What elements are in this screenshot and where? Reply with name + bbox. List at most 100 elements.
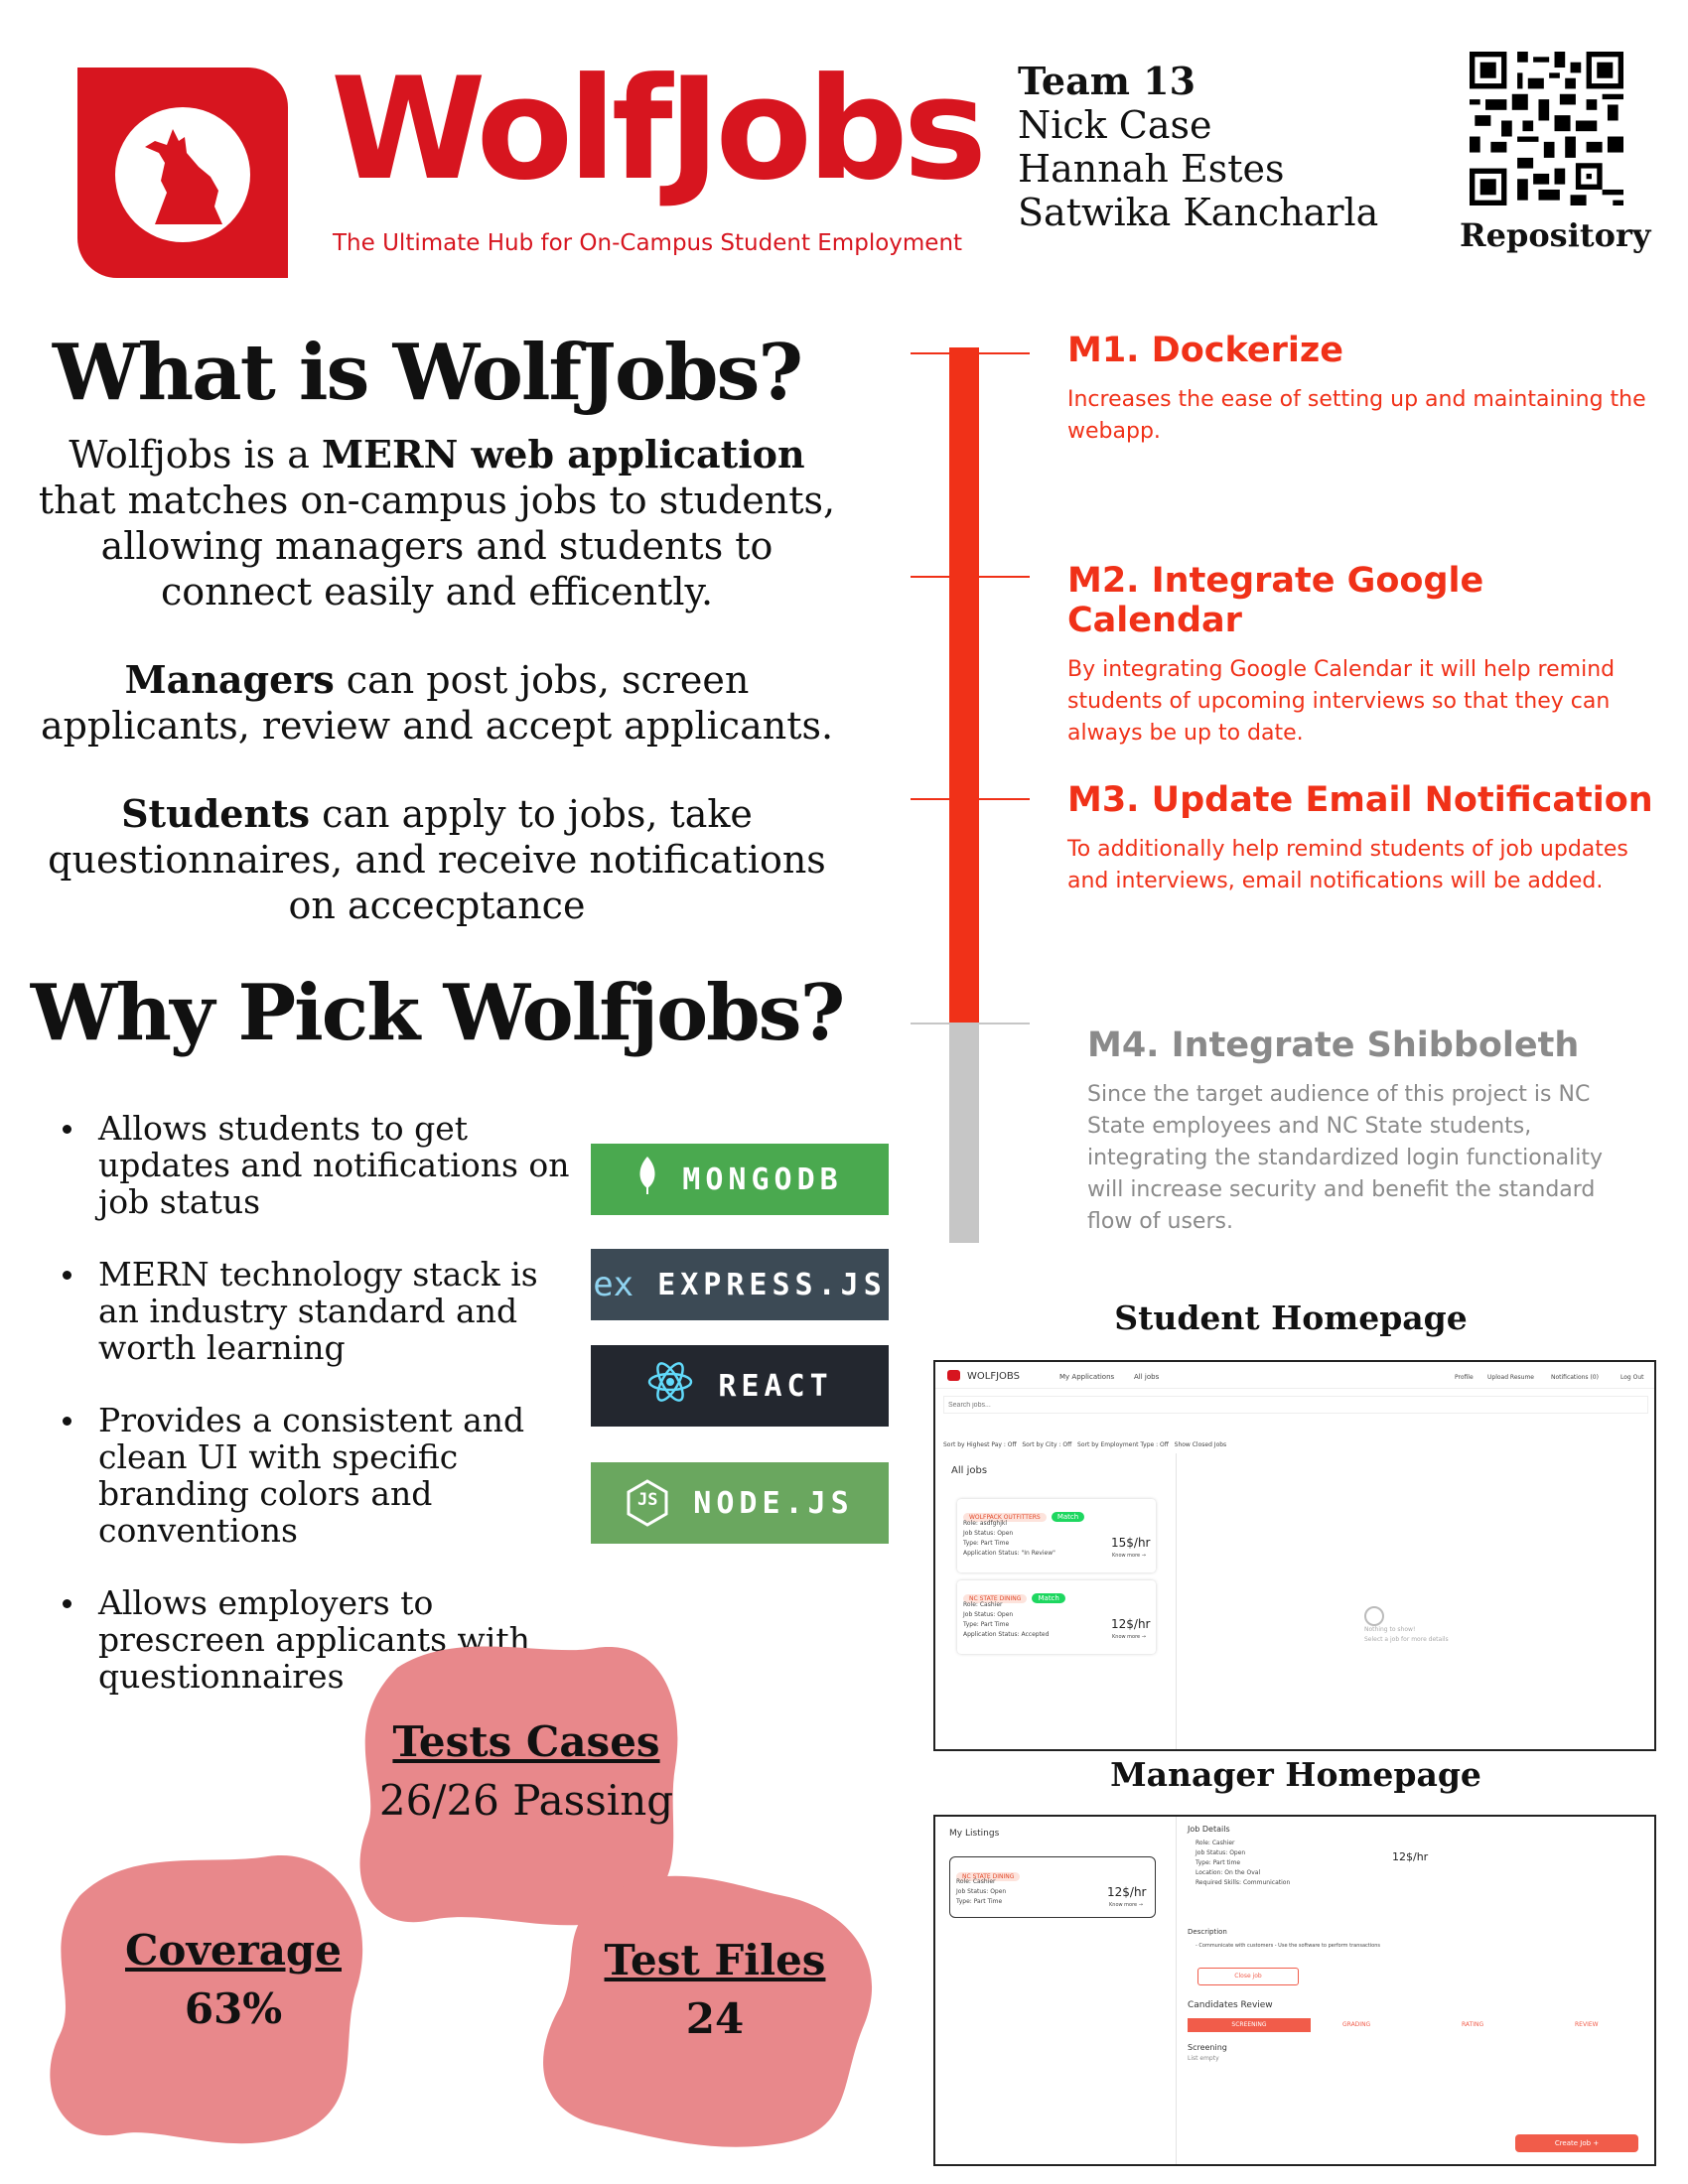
intro-text-end: that matches on-campus jobs to students,… bbox=[38, 478, 836, 614]
filter-show-closed[interactable]: Show Closed Jobs bbox=[1174, 1441, 1227, 1448]
nav-log-out[interactable]: Log Out bbox=[1620, 1374, 1644, 1381]
milestone-title: M4. Integrate Shibboleth bbox=[1087, 1025, 1580, 1065]
screening-empty: List empty bbox=[1188, 2055, 1219, 2062]
job-type: Type: Part Time bbox=[956, 1898, 1003, 1905]
nav-upload-resume[interactable]: Upload Resume bbox=[1487, 1374, 1534, 1381]
empty-state-title: Nothing to show! bbox=[1364, 1626, 1416, 1633]
match-badge: Match bbox=[1032, 1593, 1065, 1603]
know-more-link[interactable]: Know more → bbox=[1112, 1634, 1146, 1640]
job-search-input[interactable] bbox=[943, 1396, 1648, 1414]
candidates-review-title: Candidates Review bbox=[1188, 2000, 1273, 2010]
express-icon: ex bbox=[593, 1265, 634, 1304]
empty-state-subtitle: Select a job for more details bbox=[1364, 1636, 1449, 1643]
milestone-tick bbox=[911, 576, 1030, 578]
tab-rating[interactable]: RATING bbox=[1462, 2021, 1484, 2028]
why-pick-heading: Why Pick Wolfjobs? bbox=[30, 968, 846, 1058]
test-files-blob bbox=[543, 1875, 873, 2147]
job-pay: 12$/hr bbox=[1107, 1885, 1147, 1899]
employer-tag: WOLFPACK OUTFITTERS bbox=[963, 1513, 1047, 1522]
close-job-button[interactable]: Close job bbox=[1197, 1968, 1299, 1985]
job-status: Job Status: Open bbox=[956, 1888, 1007, 1895]
student-homepage-title: Student Homepage bbox=[1114, 1298, 1468, 1337]
team-title: Team 13 bbox=[1018, 59, 1196, 103]
job-role: Role: Cashier bbox=[956, 1878, 996, 1885]
empty-state-icon bbox=[1364, 1606, 1384, 1626]
repository-label: Repository bbox=[1460, 216, 1651, 254]
application-status: Application Status: "In Review" bbox=[963, 1550, 1055, 1557]
know-more-link[interactable]: Know more → bbox=[1112, 1553, 1146, 1559]
benefit-item: Allows students to get updates and notif… bbox=[55, 1110, 571, 1220]
manager-homepage-title: Manager Homepage bbox=[1110, 1755, 1481, 1794]
filter-city[interactable]: Sort by City : Off bbox=[1022, 1441, 1072, 1448]
milestone-tick bbox=[911, 352, 1030, 354]
job-card[interactable]: NC STATE DINING Match Role: Cashier Job … bbox=[957, 1580, 1156, 1654]
team-block: Team 13 Nick Case Hannah Estes Satwika K… bbox=[1018, 59, 1379, 235]
benefit-text: MERN technology stack is an industry sta… bbox=[98, 1255, 538, 1367]
know-more-link[interactable]: Know more → bbox=[1109, 1902, 1143, 1908]
pane-divider bbox=[1176, 1817, 1177, 2164]
repository-qr-code[interactable] bbox=[1470, 52, 1623, 205]
milestone-2: M2. Integrate Google Calendar By integra… bbox=[1067, 561, 1653, 750]
react-label: REACT bbox=[718, 1368, 833, 1404]
intro-paragraph: Wolfjobs is a MERN web application that … bbox=[30, 432, 844, 614]
job-status: Job Status: Open bbox=[963, 1530, 1014, 1537]
filter-bar: Sort by Highest Pay : Off Sort by City :… bbox=[943, 1441, 1226, 1448]
detail-location: Location: On the Oval bbox=[1196, 1869, 1261, 1876]
job-card[interactable]: WOLFPACK OUTFITTERS Match Role: asdfghjk… bbox=[957, 1499, 1156, 1572]
pane-divider bbox=[1176, 1453, 1177, 1749]
milestone-3: M3. Update Email Notification To additio… bbox=[1067, 780, 1653, 897]
bullet-icon bbox=[63, 1271, 71, 1280]
milestone-title: M2. Integrate Google Calendar bbox=[1067, 561, 1484, 640]
managers-text: can post jobs, screen applicants, review… bbox=[40, 658, 834, 748]
listing-card[interactable]: NC STATE DINING Role: Cashier Job Status… bbox=[949, 1856, 1156, 1918]
filter-employment-type[interactable]: Sort by Employment Type : Off bbox=[1077, 1441, 1169, 1448]
job-role: Role: asdfghjkl bbox=[963, 1520, 1008, 1527]
students-bold: Students bbox=[121, 791, 311, 836]
milestone-1: M1. Dockerize Increases the ease of sett… bbox=[1067, 331, 1653, 448]
nodejs-label: NODE.JS bbox=[693, 1485, 854, 1521]
detail-status: Job Status: Open bbox=[1196, 1849, 1246, 1856]
bullet-icon bbox=[63, 1417, 71, 1426]
benefit-text: Provides a consistent and clean UI with … bbox=[98, 1401, 525, 1550]
atom-icon bbox=[646, 1360, 694, 1413]
tab-review[interactable]: REVIEW bbox=[1575, 2021, 1599, 2028]
description-text: - Communicate with customers - Use the s… bbox=[1196, 1943, 1380, 1949]
test-files-label: Test Files bbox=[604, 1936, 826, 1984]
coverage-value: 63% bbox=[184, 1984, 283, 2033]
tab-grading[interactable]: GRADING bbox=[1342, 2021, 1371, 2028]
coverage-blob bbox=[50, 1855, 363, 2144]
milestone-tick bbox=[911, 798, 1030, 800]
description-title: Description bbox=[1188, 1928, 1227, 1936]
team-member: Satwika Kancharla bbox=[1018, 191, 1379, 234]
job-type: Type: Part Time bbox=[963, 1540, 1010, 1547]
milestone-desc: Increases the ease of setting up and mai… bbox=[1067, 387, 1646, 444]
managers-paragraph: Managers can post jobs, screen applicant… bbox=[30, 657, 844, 749]
intro-bold: MERN web application bbox=[321, 432, 805, 477]
milestone-title: M1. Dockerize bbox=[1067, 331, 1343, 370]
tests-label: Tests Cases bbox=[392, 1717, 660, 1766]
roadmap-remaining bbox=[949, 1023, 979, 1243]
filter-highest-pay[interactable]: Sort by Highest Pay : Off bbox=[943, 1441, 1017, 1448]
create-job-button[interactable]: Create Job + bbox=[1515, 2134, 1638, 2152]
bullet-icon bbox=[63, 1125, 71, 1134]
benefit-text: Allows students to get updates and notif… bbox=[98, 1109, 570, 1221]
leaf-icon bbox=[636, 1156, 658, 1203]
tab-screening[interactable]: SCREENING bbox=[1188, 2018, 1311, 2032]
mongodb-label: MONGODB bbox=[682, 1161, 843, 1197]
wolfjobs-logo bbox=[77, 68, 288, 278]
milestone-desc: To additionally help remind students of … bbox=[1067, 837, 1628, 893]
milestone-desc: By integrating Google Calendar it will h… bbox=[1067, 657, 1616, 746]
screening-title: Screening bbox=[1188, 2043, 1227, 2052]
milestone-title: M3. Update Email Notification bbox=[1067, 780, 1653, 820]
job-details-list: Role: Cashier Job Status: Open Type: Par… bbox=[1196, 1839, 1290, 1888]
test-files-value: 24 bbox=[685, 1994, 745, 2043]
nav-notifications[interactable]: Notifications (0) bbox=[1551, 1374, 1599, 1381]
milestone-tick bbox=[911, 1023, 1030, 1024]
nav-all-jobs[interactable]: All jobs bbox=[1134, 1373, 1160, 1381]
job-type: Type: Part Time bbox=[963, 1621, 1010, 1628]
manager-homepage-screenshot: My Listings NC STATE DINING Role: Cashie… bbox=[933, 1815, 1656, 2166]
brand-tagline: The Ultimate Hub for On-Campus Student E… bbox=[333, 230, 963, 256]
nav-profile[interactable]: Profile bbox=[1455, 1374, 1474, 1381]
nav-brand[interactable]: WOLFJOBS bbox=[967, 1371, 1020, 1382]
nav-my-applications[interactable]: My Applications bbox=[1059, 1373, 1115, 1381]
